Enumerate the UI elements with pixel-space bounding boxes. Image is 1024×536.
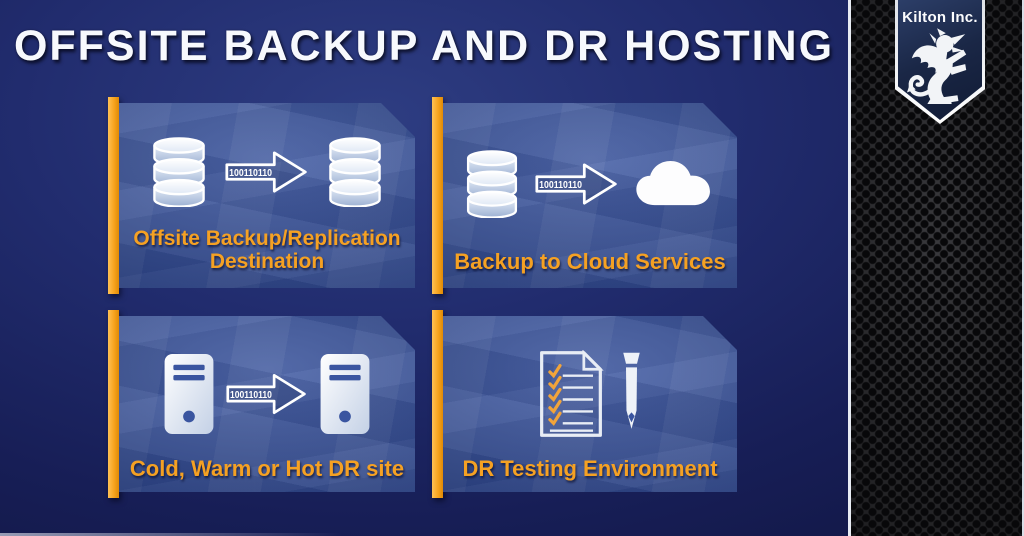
panel-caption: Cold, Warm or Hot DR site	[129, 456, 405, 482]
accent-bar	[432, 310, 443, 498]
panel-dr-testing: DR Testing Environment	[432, 310, 737, 498]
arrow-label: 100110110	[230, 390, 272, 401]
accent-bar	[108, 310, 119, 498]
database-icon	[143, 137, 215, 207]
accent-bar	[432, 97, 443, 294]
cloud-icon	[629, 154, 721, 214]
arrow-label: 100110110	[229, 167, 272, 179]
panel-cloud-backup: 100110110 Backup to Cloud Services	[432, 97, 737, 294]
panel-dr-site: 100110110 Cold, Warm or Hot DR site	[108, 310, 415, 498]
panel-caption: DR Testing Environment	[462, 456, 718, 482]
server-icon	[318, 352, 372, 436]
data-arrow-icon: 100110110	[535, 158, 619, 210]
checklist-icon	[538, 350, 604, 438]
griffin-icon	[907, 28, 967, 104]
panel-caption: Offsite Backup/Replication Destination	[133, 226, 401, 274]
data-arrow-icon: 100110110	[225, 146, 309, 198]
database-icon	[319, 137, 391, 207]
brand-name: Kilton Inc.	[902, 9, 978, 26]
database-icon	[459, 150, 525, 218]
arrow-label: 100110110	[539, 179, 582, 191]
sidebar-metal-texture: Kilton Inc.	[848, 0, 1024, 536]
brand-shield: Kilton Inc.	[895, 0, 985, 124]
page-title: OFFSITE BACKUP AND DR HOSTING	[13, 22, 835, 70]
bottom-edge-highlight	[0, 533, 342, 536]
panel-offsite-backup: 100110110 Offsite Backup/Replication Des…	[108, 97, 415, 294]
main-background: OFFSITE BACKUP AND DR HOSTING 100110110	[0, 0, 848, 536]
data-arrow-icon: 100110110	[226, 369, 308, 419]
panel-caption: Backup to Cloud Services	[454, 249, 726, 275]
pencil-icon	[620, 350, 643, 438]
accent-bar	[108, 97, 119, 294]
server-icon	[162, 352, 216, 436]
